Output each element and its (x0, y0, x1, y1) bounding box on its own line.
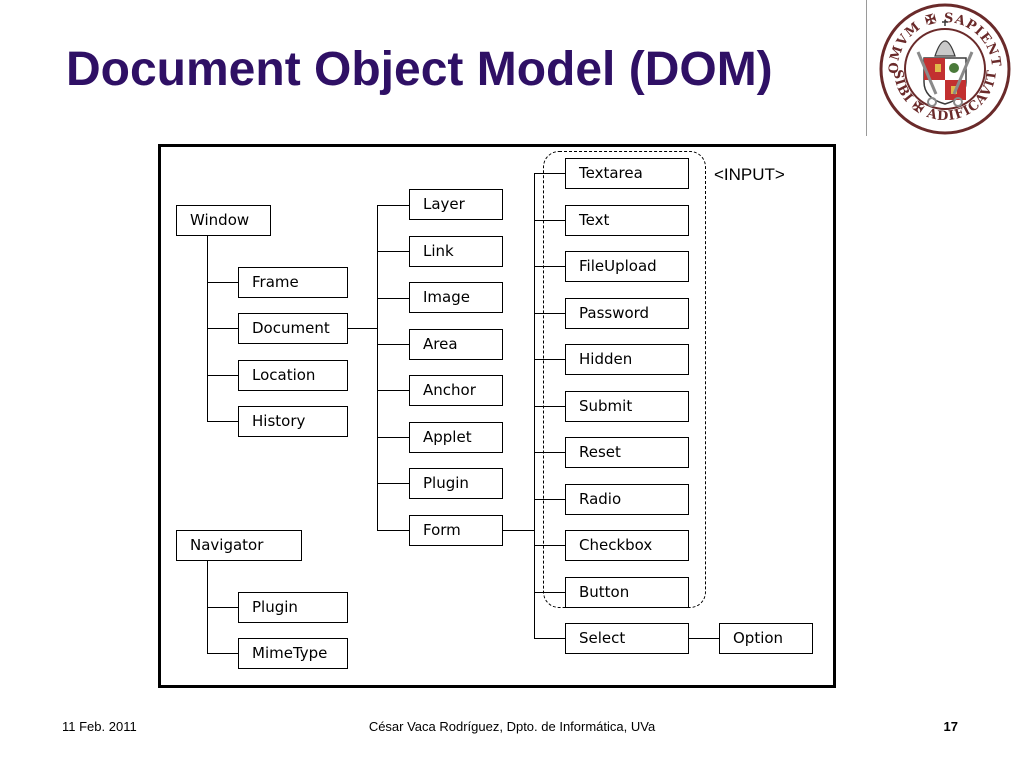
connector-line (207, 653, 238, 654)
connector-line (207, 375, 238, 376)
node-form: Form (409, 515, 503, 546)
node-select: Select (565, 623, 689, 654)
footer-author: César Vaca Rodríguez, Dpto. de Informáti… (368, 719, 656, 734)
node-radio: Radio (565, 484, 689, 515)
node-checkbox: Checkbox (565, 530, 689, 561)
connector-line (377, 483, 409, 484)
node-document: Document (238, 313, 348, 344)
node-submit: Submit (565, 391, 689, 422)
node-layer: Layer (409, 189, 503, 220)
connector-line (534, 173, 535, 638)
node-document-plugin: Plugin (409, 468, 503, 499)
connector-line (534, 452, 565, 453)
connector-line (377, 344, 409, 345)
node-text: Text (565, 205, 689, 236)
header-divider (866, 0, 867, 136)
connector-line (534, 545, 565, 546)
connector-line (534, 499, 565, 500)
connector-line (534, 638, 565, 639)
connector-line (377, 251, 409, 252)
connector-line (207, 421, 238, 422)
connector-line (207, 607, 238, 608)
node-reset: Reset (565, 437, 689, 468)
footer-date: 11 Feb. 2011 (62, 719, 137, 734)
connector-line (377, 205, 378, 531)
connector-line (347, 328, 377, 329)
page-number: 17 (943, 719, 958, 734)
node-image: Image (409, 282, 503, 313)
node-navigator-plugin: Plugin (238, 592, 348, 623)
connector-line (207, 236, 208, 422)
connector-line (534, 406, 565, 407)
connector-line (502, 530, 534, 531)
node-navigator: Navigator (176, 530, 302, 561)
node-textarea: Textarea (565, 158, 689, 189)
node-button: Button (565, 577, 689, 608)
node-area: Area (409, 329, 503, 360)
connector-line (534, 220, 565, 221)
node-location: Location (238, 360, 348, 391)
connector-line (377, 437, 409, 438)
connector-line (377, 390, 409, 391)
connector-line (688, 638, 719, 639)
node-option: Option (719, 623, 813, 654)
connector-line (207, 328, 238, 329)
connector-line (534, 359, 565, 360)
node-link: Link (409, 236, 503, 267)
node-anchor: Anchor (409, 375, 503, 406)
connector-line (377, 205, 409, 206)
node-password: Password (565, 298, 689, 329)
node-fileupload: FileUpload (565, 251, 689, 282)
connector-line (377, 530, 409, 531)
node-window: Window (176, 205, 271, 236)
university-seal-logo: DOMVM ✠ SAPIENTIA SIBI ✠ ADIFICAVIT (878, 2, 1011, 135)
connector-line (534, 173, 565, 174)
input-group-label: <INPUT> (714, 165, 785, 184)
connector-line (534, 313, 565, 314)
connector-line (207, 282, 238, 283)
node-applet: Applet (409, 422, 503, 453)
slide-title: Document Object Model (DOM) (66, 43, 773, 96)
node-hidden: Hidden (565, 344, 689, 375)
connector-line (534, 266, 565, 267)
node-mimetype: MimeType (238, 638, 348, 669)
node-frame: Frame (238, 267, 348, 298)
connector-line (377, 298, 409, 299)
node-history: History (238, 406, 348, 437)
